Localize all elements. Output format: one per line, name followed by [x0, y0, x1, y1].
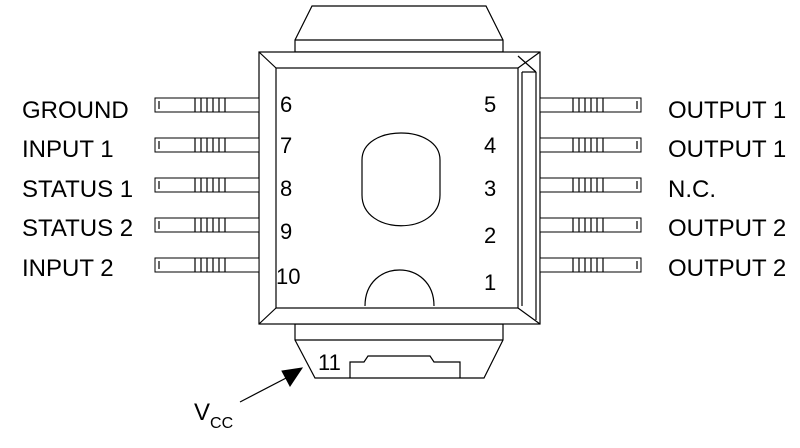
center-dimple — [361, 132, 441, 227]
lead-pin-3 — [539, 177, 642, 193]
signal-label-pin-1: OUTPUT 2 — [668, 255, 786, 282]
signal-label-pin-9: STATUS 2 — [22, 215, 133, 242]
lead-pin-5 — [539, 97, 642, 113]
vcc-label-main: V — [194, 399, 210, 426]
pin-number-11: 11 — [318, 350, 341, 375]
left-signal-labels: GROUND INPUT 1 STATUS 1 STATUS 2 INPUT 2 — [22, 97, 133, 282]
signal-label-pin-5: OUTPUT 1 — [668, 97, 786, 124]
signal-label-pin-10: INPUT 2 — [22, 255, 114, 282]
pin-number-9: 9 — [280, 219, 292, 244]
vcc-arrow-head — [281, 367, 304, 387]
lead-pin-8 — [154, 177, 260, 193]
signal-label-pin-4: OUTPUT 1 — [668, 136, 786, 163]
pin-number-4: 4 — [484, 133, 496, 158]
top-tab — [294, 5, 504, 53]
left-pin-numbers: 6 7 8 9 10 — [276, 92, 300, 289]
lead-pin-7 — [154, 137, 260, 153]
left-leads — [154, 97, 260, 273]
vcc-arrow-line — [239, 375, 291, 403]
lead-pin-1 — [539, 257, 642, 273]
right-signal-labels: OUTPUT 1 OUTPUT 1 N.C. OUTPUT 2 OUTPUT 2 — [668, 97, 786, 282]
lead-pin-10 — [154, 257, 260, 273]
pin-number-8: 8 — [280, 176, 292, 201]
signal-label-pin-7: INPUT 1 — [22, 136, 114, 163]
signal-label-pin-8: STATUS 1 — [22, 176, 133, 203]
vcc-label: VCC — [194, 399, 233, 432]
lead-pin-9 — [154, 217, 260, 233]
signal-label-pin-3: N.C. — [668, 176, 716, 203]
right-pin-numbers: 5 4 3 2 1 — [484, 92, 496, 295]
pin-number-7: 7 — [280, 133, 292, 158]
pin-number-1: 1 — [484, 270, 496, 295]
pin-number-3: 3 — [484, 176, 496, 201]
orientation-notch — [364, 269, 435, 307]
lead-pin-2 — [539, 217, 642, 233]
lead-pin-6 — [154, 97, 260, 113]
pin-number-6: 6 — [280, 92, 292, 117]
right-leads — [539, 97, 642, 273]
pin-number-5: 5 — [484, 92, 496, 117]
lead-pin-4 — [539, 137, 642, 153]
signal-label-pin-2: OUTPUT 2 — [668, 215, 786, 242]
package-body — [258, 51, 541, 325]
pin-number-2: 2 — [484, 223, 496, 248]
vcc-label-sub: CC — [210, 415, 233, 432]
pin-number-10: 10 — [276, 264, 300, 289]
signal-label-pin-6: GROUND — [22, 97, 129, 124]
vcc-callout: VCC — [194, 367, 304, 432]
